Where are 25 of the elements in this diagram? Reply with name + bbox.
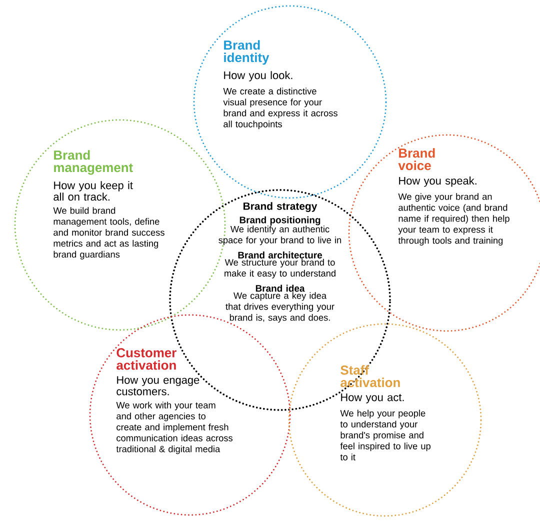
heading: Customer activation — [116, 348, 176, 370]
heading: Brand strategy — [244, 202, 318, 212]
subheading: Brand idea — [256, 284, 305, 292]
subheading: Brand architecture — [238, 252, 322, 258]
description: We give your brand an authentic voice (and brand name if required) then help your team to express it through tools and training — [398, 193, 510, 246]
tagline: How you act. — [341, 394, 404, 404]
tagline: How you keep it all on track. — [54, 181, 133, 201]
heading: Brand management — [54, 150, 133, 175]
description: We create a distinctive visual presence for your brand and express it across all touchpoints — [223, 88, 338, 130]
description: We build brand management tools, define and monitor brand success metrics and act as lasting brand guardians — [53, 207, 164, 260]
dotted-circle — [89, 314, 291, 516]
dotted-circle — [288, 323, 482, 517]
tagline: How you engage customers. — [116, 376, 200, 396]
dotted-circle — [193, 5, 387, 199]
description: We work with your team and other agencies to create and implement fresh communication ideas across traditional & digital media — [116, 402, 232, 454]
description: We structure your brand to make it easy to understand — [224, 258, 336, 278]
heading: Brand identity — [224, 40, 270, 65]
description: We identify an authentic space for your brand to live in — [218, 226, 342, 246]
heading: Staff activation — [340, 365, 400, 388]
tagline: How you look. — [224, 71, 292, 82]
description: We capture a key idea that drives everything your brand is, says and does. — [226, 292, 334, 323]
description: We help your people to understand your brand's promise and feel inspired to live up to it — [340, 410, 430, 460]
heading: Brand voice — [398, 148, 435, 170]
subheading: Brand positioning — [240, 216, 320, 226]
tagline: How you speak. — [399, 176, 476, 187]
